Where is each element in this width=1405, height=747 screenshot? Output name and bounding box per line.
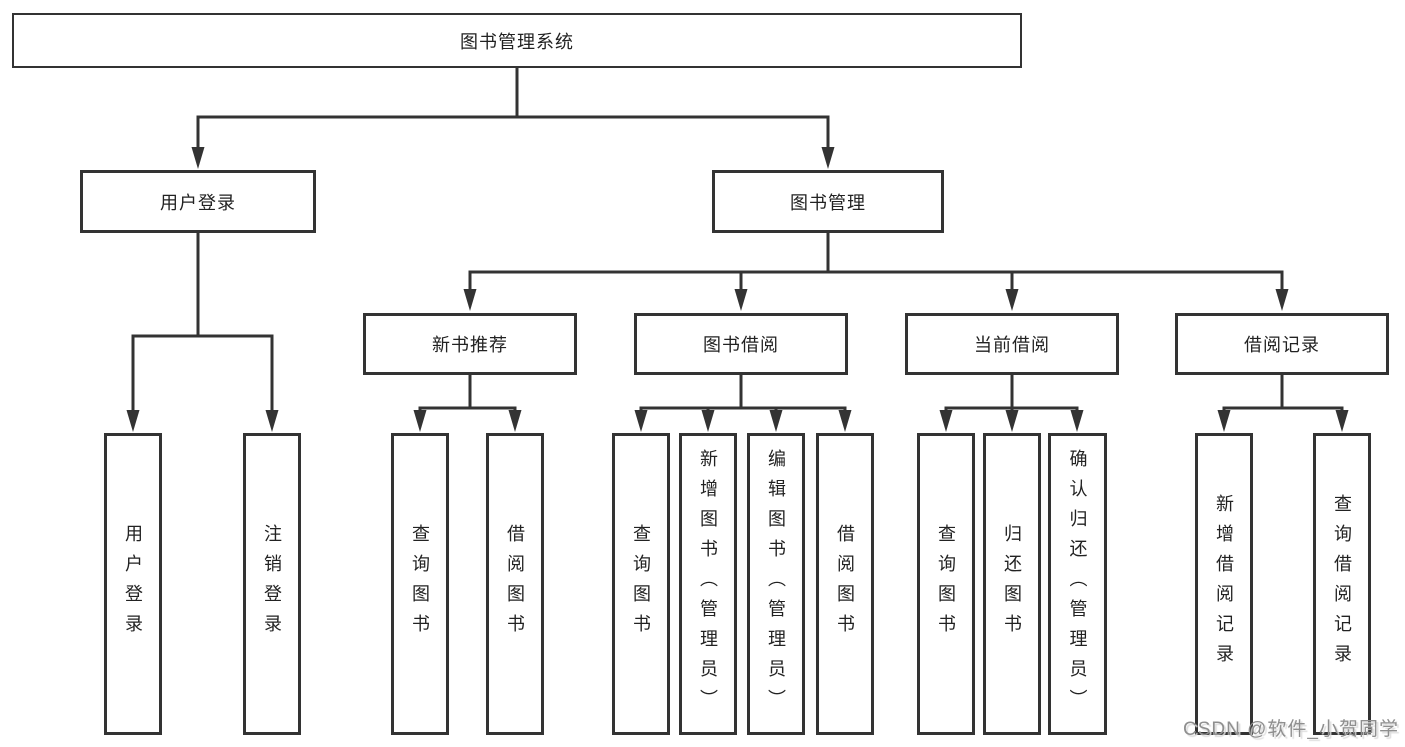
node-leaf-confirm-return-admin: 确认归还（管理员） xyxy=(1048,433,1107,735)
arrowhead-leaf-add-book xyxy=(701,410,715,432)
node-user-login: 用户登录 xyxy=(80,170,316,233)
node-leaf-logout: 注销登录 xyxy=(243,433,301,735)
node-book-borrowing: 图书借阅 xyxy=(634,313,848,375)
node-leaf-borrow-book-recommend: 借阅图书 xyxy=(486,433,544,735)
arrowhead-leaf-logout xyxy=(265,410,279,432)
connector-newbook-to-leaves xyxy=(418,373,517,416)
arrowhead-leaf-user-login xyxy=(126,410,140,432)
arrowhead-user-login xyxy=(191,147,205,169)
node-leaf-add-book-admin: 新增图书（管理员） xyxy=(679,433,737,735)
connector-userlogin-to-leaves xyxy=(131,231,274,414)
arrowhead-book-management xyxy=(821,147,835,169)
arrowhead-leaf-add-record xyxy=(1217,410,1231,432)
node-leaf-query-book-borrowing: 查询图书 xyxy=(612,433,670,735)
connector-current-to-leaves xyxy=(944,373,1079,416)
arrowhead-leaf-query-book-2 xyxy=(634,410,648,432)
node-leaf-borrow-book: 借阅图书 xyxy=(816,433,874,735)
node-current-borrowing: 当前借阅 xyxy=(905,313,1119,375)
node-leaf-query-book-current: 查询图书 xyxy=(917,433,975,735)
node-new-book-recommend: 新书推荐 xyxy=(363,313,577,375)
connector-records-to-leaves xyxy=(1222,373,1344,416)
arrowhead-leaf-query-record xyxy=(1335,410,1349,432)
arrowhead-leaf-borrow-book-1 xyxy=(508,410,522,432)
arrowhead-book-borrowing xyxy=(734,289,748,311)
node-leaf-add-borrow-record: 新增借阅记录 xyxy=(1195,433,1253,735)
arrowhead-current-borrowing xyxy=(1005,289,1019,311)
arrowhead-leaf-borrow-book-2 xyxy=(838,410,852,432)
connector-bookmgmt-to-level3 xyxy=(468,231,1284,294)
arrowhead-leaf-query-book-1 xyxy=(413,410,427,432)
arrowhead-leaf-edit-book xyxy=(769,410,783,432)
node-root-library-system: 图书管理系统 xyxy=(12,13,1022,68)
connector-root-to-level2 xyxy=(196,66,830,151)
node-leaf-query-borrow-record: 查询借阅记录 xyxy=(1313,433,1371,735)
arrowhead-leaf-confirm-return xyxy=(1070,410,1084,432)
connector-borrowing-to-leaves xyxy=(639,373,847,416)
arrowhead-leaf-return-book xyxy=(1005,410,1019,432)
arrowhead-new-book-recommend xyxy=(463,289,477,311)
node-borrowing-records: 借阅记录 xyxy=(1175,313,1389,375)
node-leaf-edit-book-admin: 编辑图书（管理员） xyxy=(747,433,805,735)
node-leaf-user-login: 用户登录 xyxy=(104,433,162,735)
arrowhead-borrowing-records xyxy=(1275,289,1289,311)
node-leaf-query-book-recommend: 查询图书 xyxy=(391,433,449,735)
arrowhead-leaf-query-book-3 xyxy=(939,410,953,432)
node-book-management: 图书管理 xyxy=(712,170,944,233)
node-leaf-return-book: 归还图书 xyxy=(983,433,1041,735)
arrowheads xyxy=(126,147,1349,432)
